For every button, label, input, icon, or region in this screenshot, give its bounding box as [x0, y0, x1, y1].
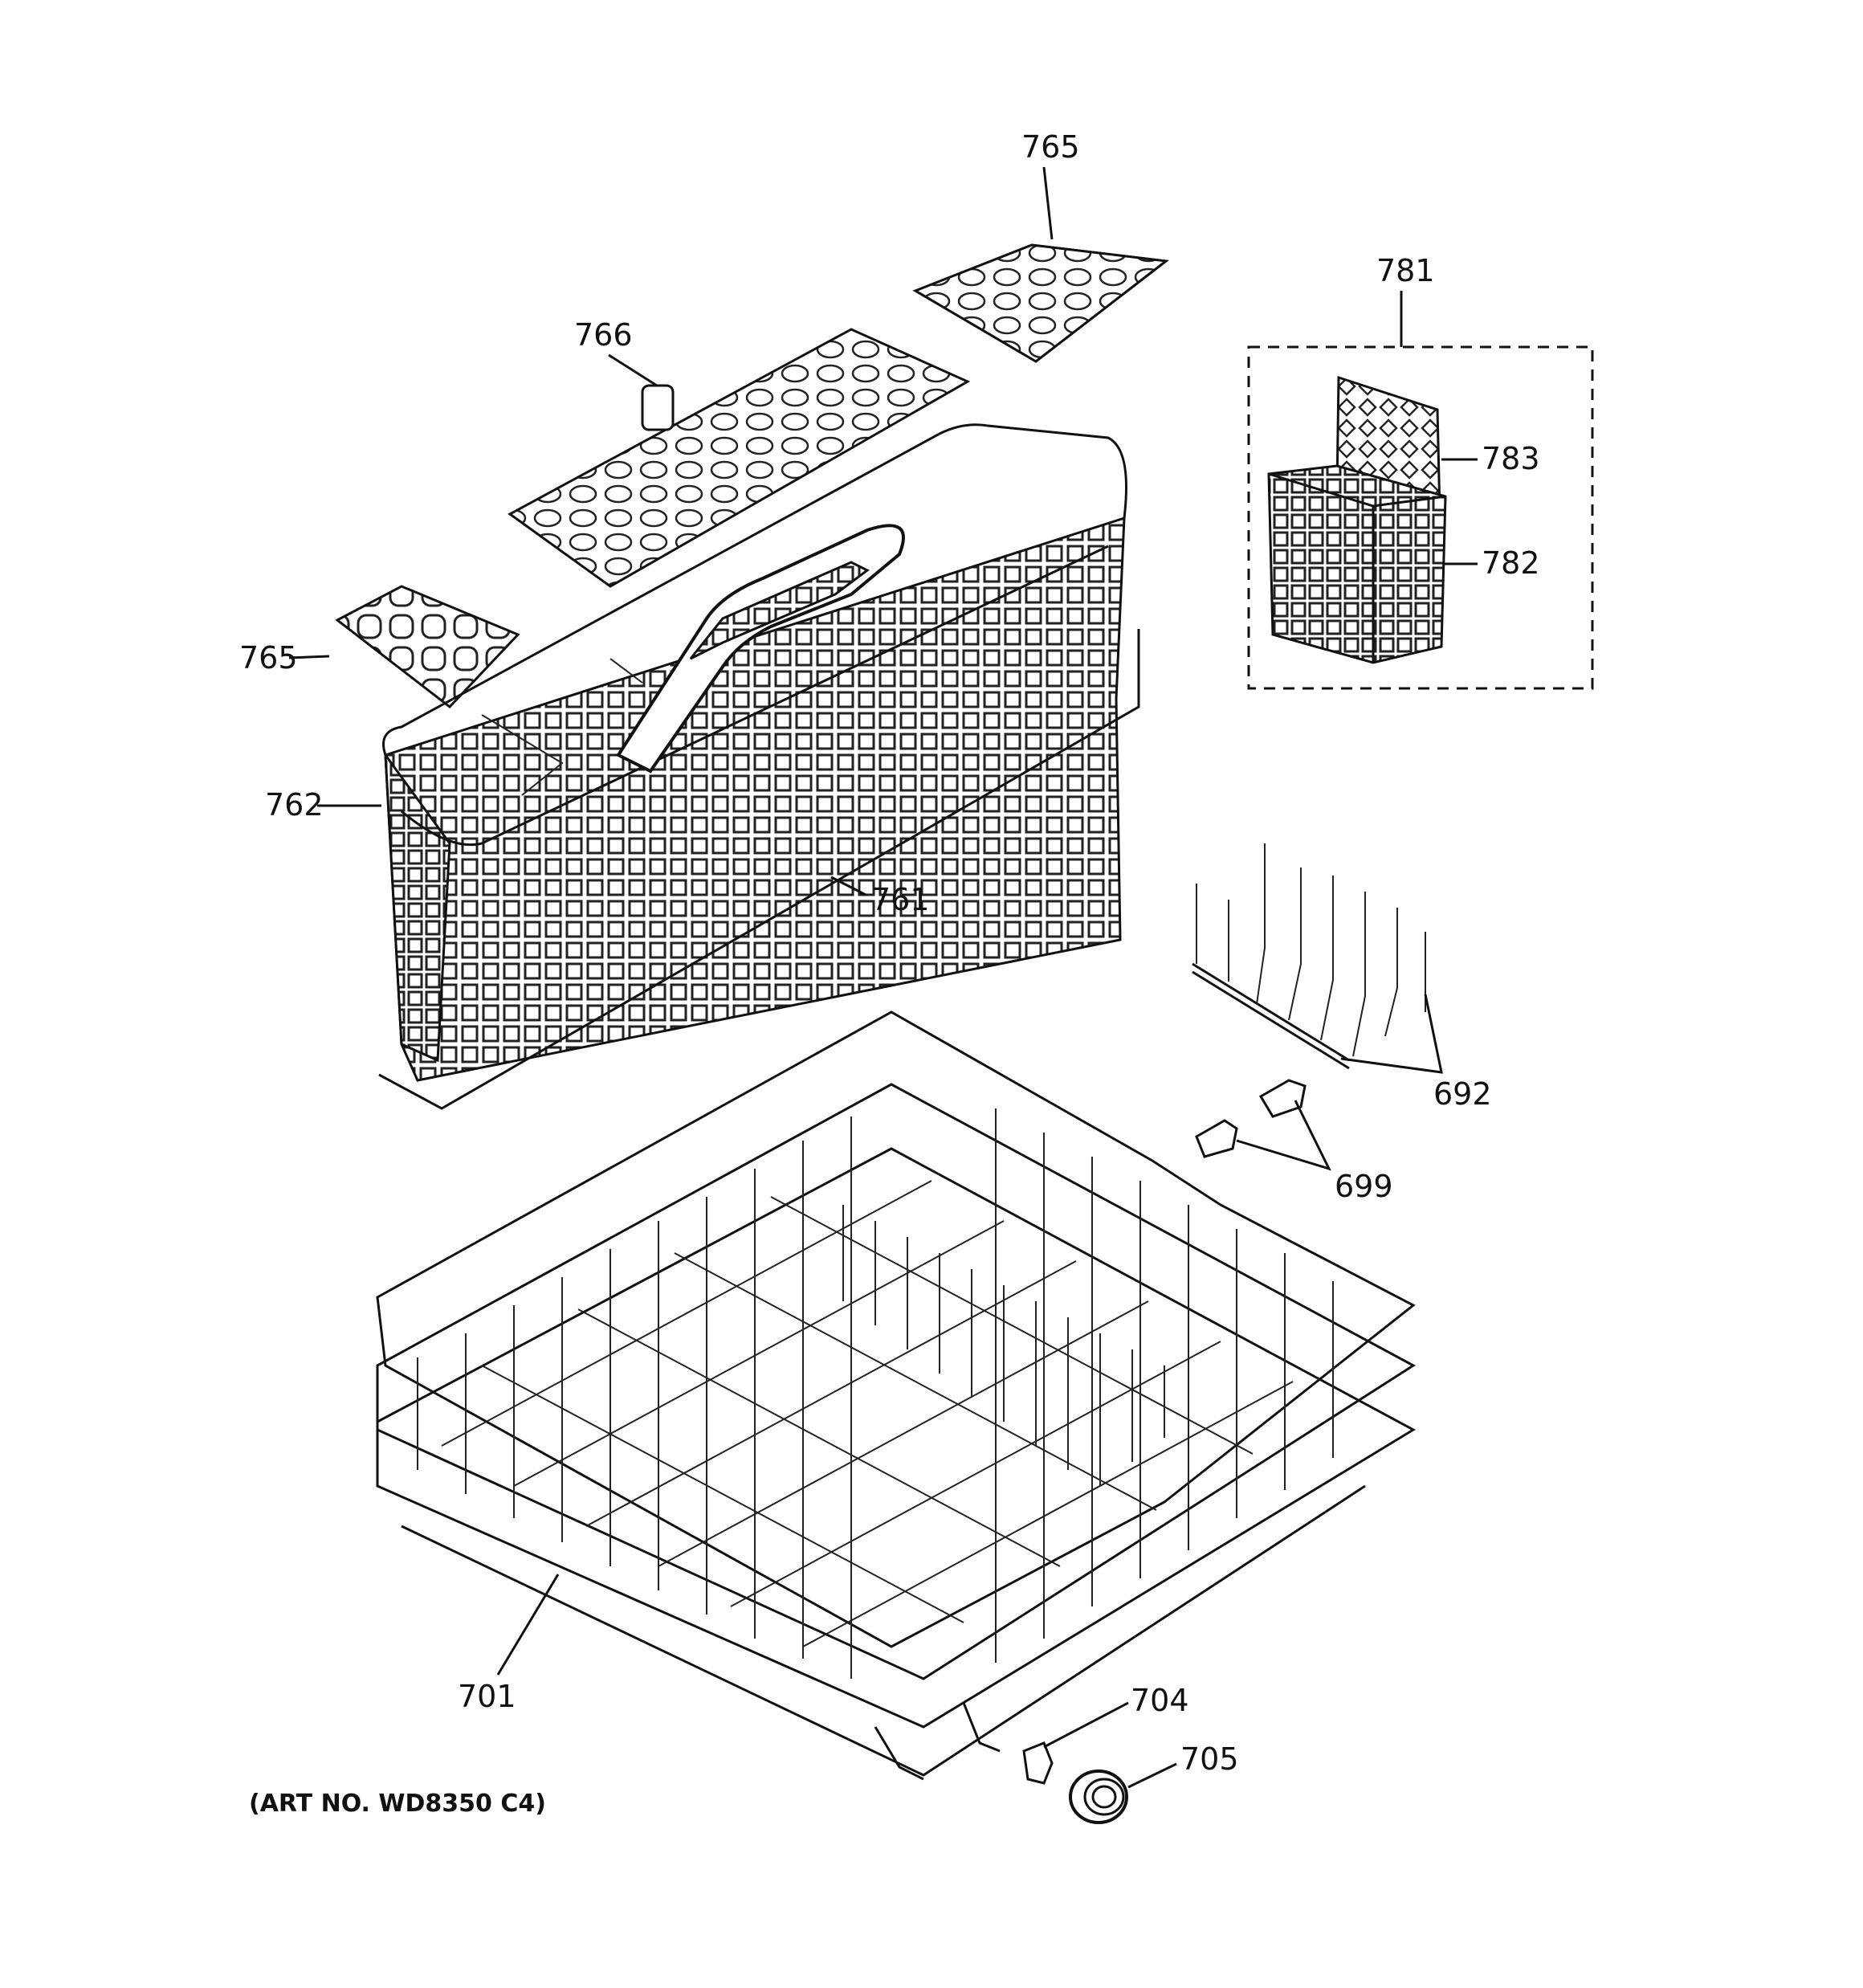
tine-row-692 [1192, 843, 1426, 1070]
callout-692: 692 [1433, 1076, 1492, 1112]
callout-labels: 765 781 766 783 782 765 762 761 692 699 … [239, 129, 1540, 1818]
callout-783: 783 [1482, 441, 1540, 476]
callout-781: 781 [1376, 253, 1435, 288]
art-number: (ART NO. WD8350 C4) [249, 1790, 546, 1818]
callout-705: 705 [1180, 1741, 1239, 1777]
callout-762: 762 [265, 787, 324, 823]
leader-lines [288, 166, 1478, 1789]
callout-761: 761 [871, 882, 930, 917]
callout-701: 701 [458, 1679, 516, 1714]
basket-assembly-781 [1247, 345, 1594, 690]
callout-766: 766 [574, 317, 633, 353]
silverware-basket-762 [382, 423, 1127, 1082]
callout-704: 704 [1131, 1683, 1189, 1718]
clip-699-b [1258, 1079, 1307, 1118]
cover-765-top [912, 243, 1169, 363]
clip-699-a [1195, 1119, 1238, 1158]
bracket-761 [378, 629, 1140, 1110]
callout-782: 782 [1482, 545, 1540, 581]
cover-765-left [335, 585, 520, 709]
callout-699: 699 [1335, 1169, 1393, 1204]
bracket-704 [1022, 1741, 1054, 1785]
lower-rack-701 [376, 1010, 1417, 1781]
callout-765-top: 765 [1021, 129, 1080, 165]
wheel-705 [1069, 1770, 1128, 1824]
cover-766 [508, 328, 971, 588]
callout-765-left: 765 [239, 640, 298, 676]
